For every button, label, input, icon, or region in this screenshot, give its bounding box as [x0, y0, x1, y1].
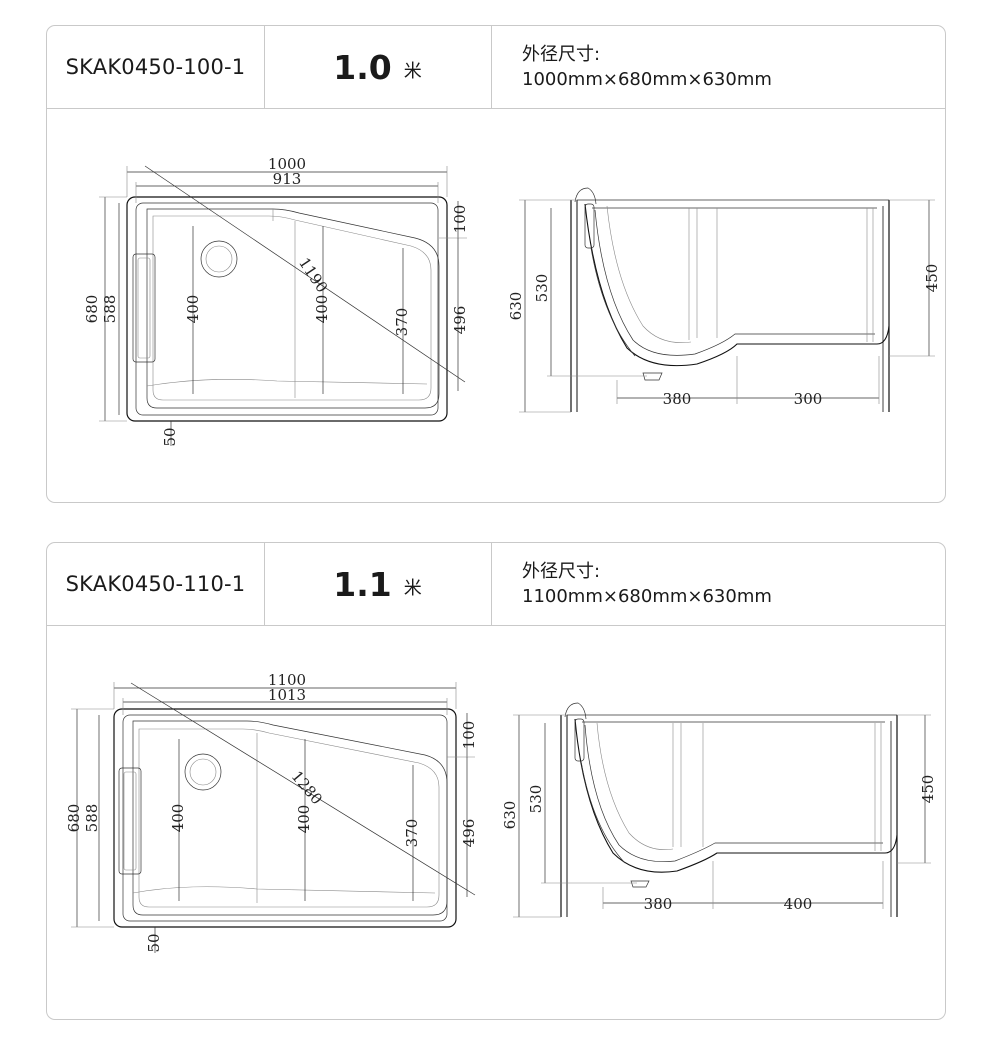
dim-inner-length: 1013	[268, 686, 306, 704]
dim-diagonal: 1280	[288, 767, 326, 808]
product-header: SKAK0450-110-1 1.1 米 外径尺寸: 1100mm×680mm×…	[47, 543, 945, 626]
model-code: SKAK0450-100-1	[65, 55, 246, 79]
dim-inner-height: 530	[527, 785, 545, 814]
length-unit: 米	[403, 61, 422, 82]
dim-step-depth: 370	[393, 308, 411, 337]
dim-middle-depth: 400	[295, 805, 313, 834]
length-value: 1.0	[333, 47, 392, 87]
product-header: SKAK0450-100-1 1.0 米 外径尺寸: 1000mm×680mm×…	[47, 26, 945, 109]
dim-depth: 680	[83, 295, 101, 324]
dim-step-length: 300	[794, 390, 823, 408]
dim-bottom-offset: 50	[145, 933, 163, 952]
model-cell: SKAK0450-110-1	[47, 543, 265, 625]
dim-seat-depth: 400	[184, 295, 202, 324]
length-value: 1.1	[333, 564, 392, 604]
dim-seat-depth: 400	[169, 804, 187, 833]
side-view: 630 530 450 380 400	[501, 702, 937, 918]
size-label: 外径尺寸:	[522, 44, 601, 65]
model-cell: SKAK0450-100-1	[47, 26, 265, 108]
technical-drawing: 1000 913 680 588 400 400 370 100 496 119…	[83, 155, 941, 447]
dim-overall-length: 1000	[268, 155, 306, 173]
size-cell: 外径尺寸: 1100mm×680mm×630mm	[492, 543, 944, 625]
size-value: 1000mm×680mm×630mm	[522, 69, 772, 90]
dim-height: 630	[501, 801, 519, 830]
dim-seat-length: 380	[663, 390, 692, 408]
dim-inner-depth: 588	[101, 295, 119, 324]
dim-depth: 680	[65, 804, 83, 833]
dim-overall-length: 1100	[268, 671, 306, 689]
dim-seat-height: 450	[923, 264, 941, 293]
dim-diagonal: 1190	[295, 254, 331, 296]
product-card-1: SKAK0450-100-1 1.0 米 外径尺寸: 1000mm×680mm×…	[46, 25, 946, 503]
dim-inner-length: 913	[273, 170, 302, 188]
dim-inner-depth: 588	[83, 804, 101, 833]
dim-right-depth: 496	[460, 819, 478, 848]
length-cell: 1.1 米	[264, 543, 492, 625]
dim-right-depth: 496	[451, 306, 469, 335]
size-cell: 外径尺寸: 1000mm×680mm×630mm	[492, 26, 944, 108]
dim-inner-height: 530	[533, 274, 551, 303]
size-label: 外径尺寸:	[522, 561, 601, 582]
dim-seat-height: 450	[919, 775, 937, 804]
side-view: 630 530 450 380 300	[507, 187, 941, 413]
length-unit: 米	[403, 578, 422, 599]
dim-seat-length: 380	[644, 895, 673, 913]
top-view: 1100 1013 680 588 400 400 370 100 496 12…	[65, 671, 478, 953]
top-view: 1000 913 680 588 400 400 370 100 496 119…	[83, 155, 469, 447]
dim-rim-width: 100	[460, 721, 478, 750]
length-cell: 1.0 米	[264, 26, 492, 108]
technical-drawing: 1100 1013 680 588 400 400 370 100 496 12…	[65, 671, 937, 953]
dim-step-length: 400	[784, 895, 813, 913]
dim-bottom-offset: 50	[161, 427, 179, 446]
dim-middle-depth: 400	[313, 295, 331, 324]
dim-step-depth: 370	[403, 819, 421, 848]
size-value: 1100mm×680mm×630mm	[522, 586, 772, 607]
product-card-2: SKAK0450-110-1 1.1 米 外径尺寸: 1100mm×680mm×…	[46, 542, 946, 1020]
dim-rim-width: 100	[451, 205, 469, 234]
dim-height: 630	[507, 292, 525, 321]
model-code: SKAK0450-110-1	[65, 572, 246, 596]
